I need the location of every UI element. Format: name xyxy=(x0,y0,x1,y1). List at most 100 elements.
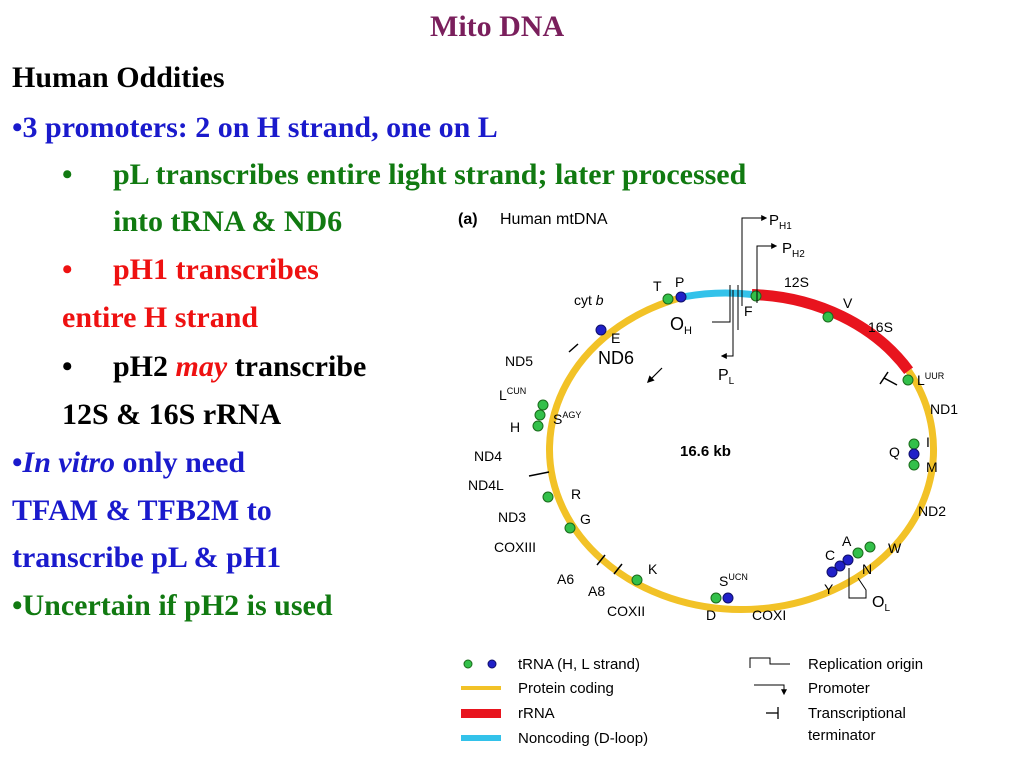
trna-dot-f xyxy=(750,290,762,302)
promoter-ph2-label: PH2 xyxy=(782,240,805,260)
sub-bullet-ph1-line2: entire H strand xyxy=(62,301,259,334)
label-g: G xyxy=(580,511,591,527)
label-coxi: COXI xyxy=(752,607,786,623)
legend-trna: tRNA (H, L strand) xyxy=(518,656,640,673)
sub-bullet-pl-line2: into tRNA & ND6 xyxy=(113,205,343,238)
label-a6: A6 xyxy=(557,571,574,587)
label-c: C xyxy=(825,547,835,563)
in-vitro-post: only need xyxy=(115,446,246,479)
label-k: K xyxy=(648,561,658,577)
trna-dot-sagy xyxy=(534,409,546,421)
promoter-ph1-icon xyxy=(741,215,768,306)
label-nd2: ND2 xyxy=(918,503,946,519)
sub-bullet-marker-ph1: • xyxy=(62,253,73,286)
bullet-glyph: • xyxy=(12,446,23,479)
legend-rrna-swatch xyxy=(461,709,501,718)
legend-noncoding-swatch xyxy=(461,735,501,741)
trna-dot-g xyxy=(564,522,576,534)
label-w: W xyxy=(888,540,902,556)
legend-terminator-icon xyxy=(766,707,779,719)
legend-rrna: rRNA xyxy=(518,705,555,722)
legend-terminator-2: terminator xyxy=(808,727,876,744)
bullet-promoters: •3 promoters: 2 on H strand, one on L xyxy=(12,113,498,143)
trna-dot-lcun xyxy=(537,399,549,411)
trna-dot-k xyxy=(631,574,643,586)
label-nd4l: ND4L xyxy=(468,477,504,493)
slide-title: Mito DNA xyxy=(430,10,565,43)
label-m: M xyxy=(926,459,938,475)
label-a8: A8 xyxy=(588,583,605,599)
legend-replication: Replication origin xyxy=(808,656,923,673)
promoter-ph1-label: PH1 xyxy=(769,212,792,232)
trna-dot-c xyxy=(834,560,846,572)
label-nd4: ND4 xyxy=(474,448,502,464)
trna-dot-y xyxy=(826,566,838,578)
trna-dot-a xyxy=(852,547,864,559)
label-f: F xyxy=(744,303,753,319)
label-s-agy: SAGY xyxy=(553,410,581,427)
promoter-pl-icon xyxy=(720,290,734,359)
legend-protein-swatch xyxy=(461,686,501,690)
label-coxiii: COXIII xyxy=(494,539,536,555)
bullet-in-vitro-line3: transcribe pL & pH1 xyxy=(12,541,282,574)
ph2-pre: pH2 xyxy=(113,350,176,383)
trna-dot-r xyxy=(542,491,554,503)
center-label: 16.6 kb xyxy=(680,443,731,460)
nd6-direction-arrow xyxy=(646,367,663,384)
trna-dot-h xyxy=(532,420,544,432)
trna-dot-i xyxy=(908,438,920,450)
label-h: H xyxy=(510,419,520,435)
label-nd5: ND5 xyxy=(505,353,533,369)
trna-dot-w xyxy=(864,541,876,553)
label-nd3: ND3 xyxy=(498,509,526,525)
label-y: Y xyxy=(824,581,834,597)
legend-promoter-icon xyxy=(754,684,787,696)
gene-labels: T P cyt b E ND5 ND6 LCUN SAGY H ND4 ND4L… xyxy=(468,274,958,623)
trna-dot-v xyxy=(822,311,834,323)
sub-bullet-pl-line1: pL transcribes entire light strand; late… xyxy=(113,158,747,191)
sub-bullet-ph2-line2: 12S & 16S rRNA xyxy=(62,398,282,431)
label-i: I xyxy=(926,434,930,450)
terminator-icon xyxy=(879,371,898,386)
bullet-uncertain-text: Uncertain if pH2 is used xyxy=(22,589,333,622)
trna-l-strand-dots xyxy=(595,291,920,604)
label-v: V xyxy=(843,295,853,311)
legend-trna-h-dot xyxy=(463,659,473,669)
legend: tRNA (H, L strand) Protein coding rRNA N… xyxy=(461,656,923,747)
legend-terminator-1: Transcriptional xyxy=(808,705,906,722)
bullet-promoters-text: 3 promoters: 2 on H strand, one on L xyxy=(22,111,498,144)
heading-human-oddities: Human Oddities xyxy=(12,61,225,94)
trna-dot-q xyxy=(908,448,920,460)
trna-dot-e xyxy=(595,324,607,336)
label-e: E xyxy=(611,330,620,346)
label-16s: 16S xyxy=(868,319,893,335)
label-r: R xyxy=(571,486,581,502)
sub-bullet-marker-pl: • xyxy=(62,158,73,191)
label-q: Q xyxy=(889,444,900,460)
protein-coding-arc xyxy=(546,293,937,613)
promoter-pl-label: PL xyxy=(718,367,735,387)
sub-bullet-marker-ph2: • xyxy=(62,350,73,383)
gene-boundary-ticks xyxy=(528,343,623,575)
trna-dot-luur xyxy=(902,374,914,386)
label-a: A xyxy=(842,533,852,549)
label-l-cun: LCUN xyxy=(499,386,526,403)
panel-label: (a) xyxy=(458,211,478,228)
trna-dot-m xyxy=(908,459,920,471)
rrna-arc xyxy=(751,289,914,374)
origin-ol-icon xyxy=(848,568,867,599)
label-n: N xyxy=(862,561,872,577)
label-cytb: cyt b xyxy=(574,292,604,308)
trna-dot-d xyxy=(710,592,722,604)
legend-trna-l-dot xyxy=(487,659,497,669)
bullet-uncertain: •Uncertain if pH2 is used xyxy=(12,591,333,621)
label-coxii: COXII xyxy=(607,603,645,619)
label-l-uur: LUUR xyxy=(917,371,945,388)
origin-oh-icon xyxy=(712,285,739,330)
legend-protein: Protein coding xyxy=(518,680,614,697)
trna-h-strand-dots xyxy=(532,290,920,604)
legend-promoter: Promoter xyxy=(808,680,870,697)
trna-dot-n xyxy=(842,554,854,566)
trna-dot-t xyxy=(662,293,674,305)
